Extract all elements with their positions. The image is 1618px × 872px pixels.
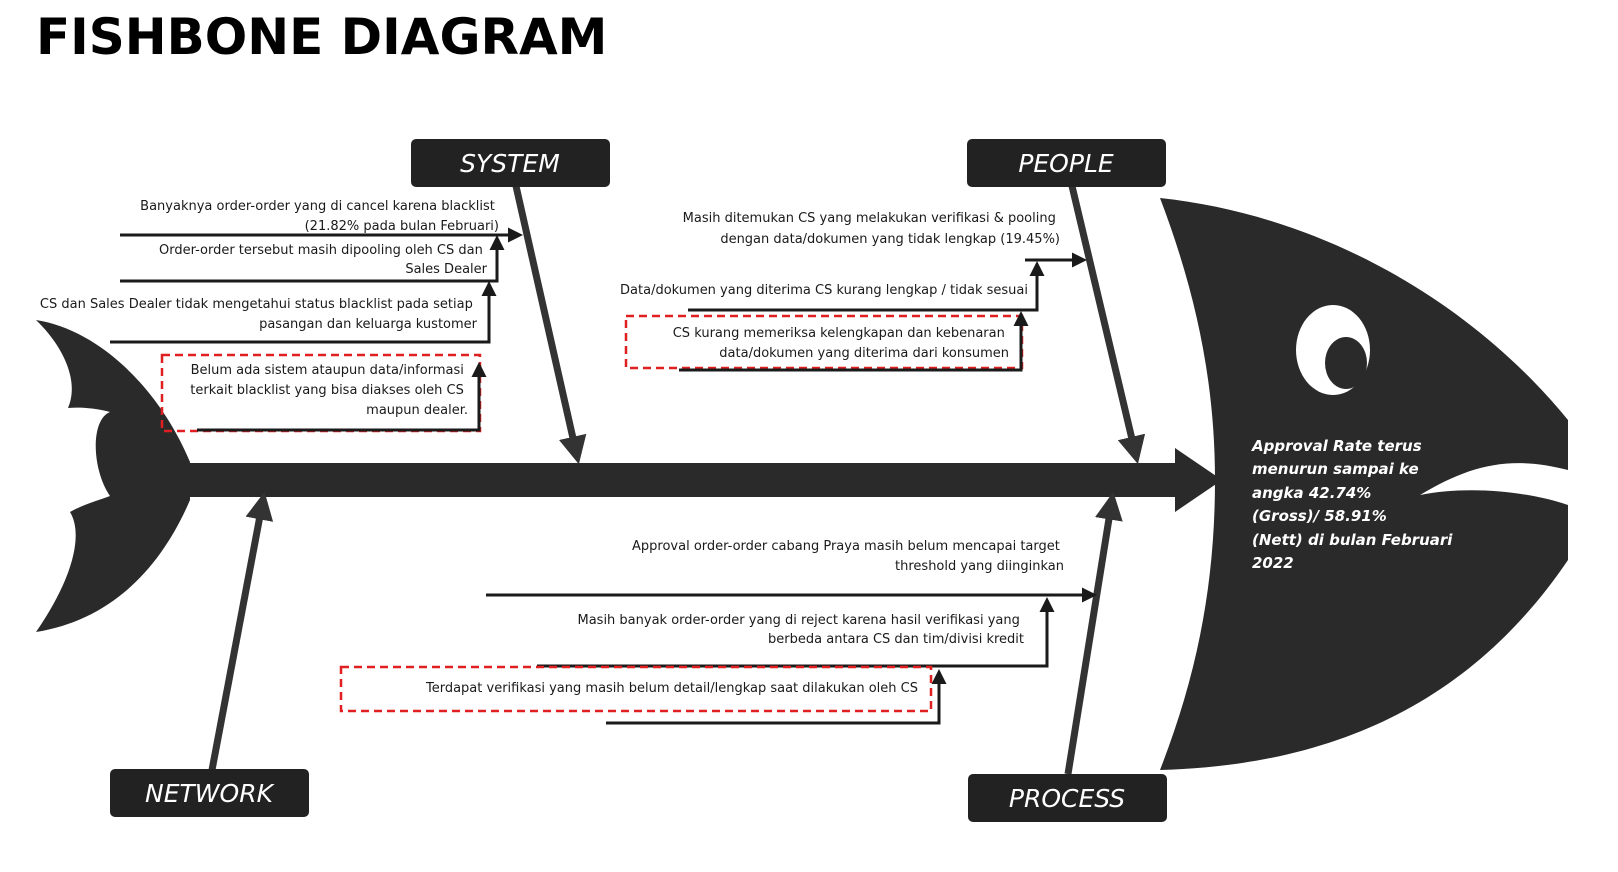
cause-line: Masih ditemukan CS yang melakukan verifi…: [683, 211, 1056, 226]
category-label-bg: [968, 774, 1167, 822]
cause-line: data/dokumen yang diterima dari konsumen: [719, 346, 1009, 361]
cause-line: Order-order tersebut masih dipooling ole…: [159, 243, 483, 258]
cause-arrow: [606, 669, 947, 725]
cause-text: Order-order tersebut masih dipooling ole…: [159, 243, 488, 277]
cause-line: CS kurang memeriksa kelengkapan dan kebe…: [673, 326, 1005, 341]
effect-line: Approval Rate terus: [1251, 437, 1422, 455]
category-label: PROCESS: [1009, 784, 1125, 813]
category-label-bg: [110, 769, 309, 817]
effect-line: angka 42.74%: [1252, 484, 1371, 502]
cause-arrow: [688, 261, 1045, 312]
fish-tail: [36, 320, 190, 632]
cause-text: CS dan Sales Dealer tidak mengetahui sta…: [40, 297, 478, 332]
cause-line: pasangan dan keluarga kustomer: [259, 317, 478, 332]
category-label: NETWORK: [145, 779, 276, 808]
category-label: PEOPLE: [1018, 149, 1114, 178]
effect-line: (Gross)/ 58.91%: [1252, 507, 1387, 525]
spine-arrowhead: [1175, 448, 1222, 512]
system-bone: [512, 185, 587, 465]
effect-text: Approval Rate terus menurun sampai ke an…: [1251, 437, 1458, 572]
effect-line: 2022: [1252, 554, 1294, 572]
page-title: FISHBONE DIAGRAM: [36, 8, 607, 66]
effect-line: (Nett) di bulan Februari: [1252, 531, 1453, 549]
fish-head: [1160, 198, 1568, 770]
cause-text: Terdapat verifikasi yang masih belum det…: [425, 681, 918, 696]
cause-text: Masih banyak order-order yang di reject …: [577, 613, 1024, 647]
cause-arrow: [120, 235, 505, 283]
cause-line: CS dan Sales Dealer tidak mengetahui sta…: [40, 297, 473, 312]
cause-arrow: [679, 311, 1029, 372]
category-label: SYSTEM: [460, 149, 560, 178]
process-causes: Approval order-order cabang Praya masih …: [339, 539, 1097, 725]
cause-line: Approval order-order cabang Praya masih …: [632, 539, 1060, 554]
cause-text: Masih ditemukan CS yang melakukan verifi…: [683, 211, 1060, 247]
cause-text: CS kurang memeriksa kelengkapan dan kebe…: [673, 326, 1009, 361]
network-bone: [208, 491, 274, 771]
cause-text: Data/dokumen yang diterima CS kurang len…: [620, 283, 1028, 298]
category-system: SYSTEM: [411, 139, 610, 187]
people-bone: [1068, 185, 1146, 465]
category-label-bg: [411, 139, 610, 187]
cause-line: Banyaknya order-order yang di cancel kar…: [140, 199, 495, 214]
fish-spine: [185, 463, 1180, 497]
cause-line: maupun dealer.: [366, 403, 468, 418]
cause-line: dengan data/dokumen yang tidak lengkap (…: [720, 232, 1060, 247]
cause-line: (21.82% pada bulan Februari): [305, 219, 499, 234]
fish-pupil: [1325, 337, 1367, 389]
cause-line: Data/dokumen yang diterima CS kurang len…: [620, 283, 1028, 298]
cause-line: terkait blacklist yang bisa diakses oleh…: [190, 383, 464, 398]
category-process: PROCESS: [968, 774, 1167, 822]
people-causes: Masih ditemukan CS yang melakukan verifi…: [620, 211, 1087, 372]
cause-arrow: [110, 281, 497, 344]
cause-text: Banyaknya order-order yang di cancel kar…: [140, 199, 499, 234]
cause-arrow: [197, 362, 487, 432]
category-label-bg: [967, 139, 1166, 187]
effect-line: menurun sampai ke: [1252, 460, 1419, 478]
process-bone: [1064, 491, 1123, 775]
cause-line: Sales Dealer: [405, 262, 487, 277]
cause-line: Terdapat verifikasi yang masih belum det…: [425, 681, 918, 696]
cause-line: Masih banyak order-order yang di reject …: [577, 613, 1019, 628]
highlight-box: [339, 665, 933, 713]
system-causes: Banyaknya order-order yang di cancel kar…: [40, 199, 523, 433]
category-people: PEOPLE: [967, 139, 1166, 187]
category-network: NETWORK: [110, 769, 309, 817]
cause-line: threshold yang diinginkan: [895, 559, 1064, 574]
cause-line: berbeda antara CS dan tim/divisi kredit: [768, 632, 1024, 647]
cause-line: Belum ada sistem ataupun data/informasi: [191, 363, 464, 378]
cause-text: Belum ada sistem ataupun data/informasi …: [190, 363, 468, 418]
cause-text: Approval order-order cabang Praya masih …: [632, 539, 1064, 574]
